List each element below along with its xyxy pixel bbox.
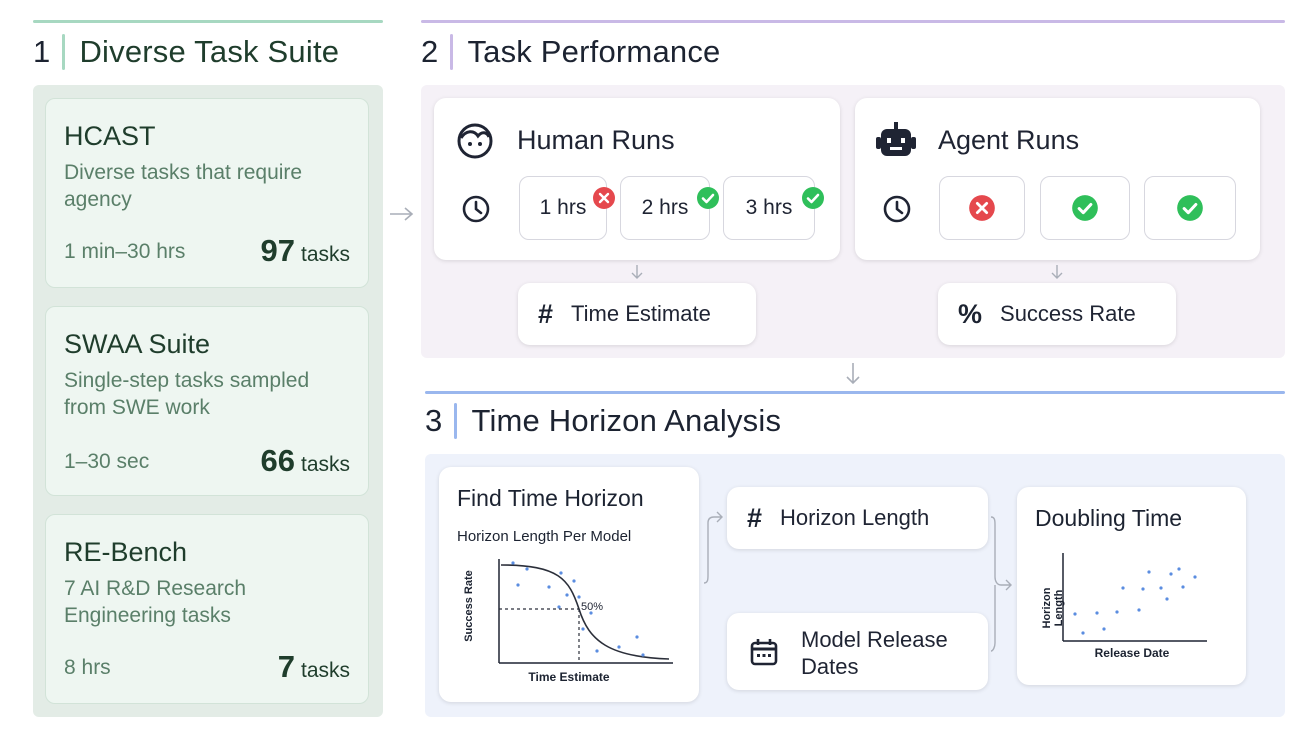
human-face-icon [457,123,493,159]
section1-title: 1 Diverse Task Suite [33,32,339,72]
agent-runs-card: Agent Runs [855,98,1260,260]
agent-run-2 [1040,176,1130,240]
horizon-length-label: Horizon Length [780,505,930,530]
run-duration: 3 hrs [745,196,793,219]
arrow-down-icon [1051,265,1063,279]
section3-number: 3 [425,403,443,438]
task-count-unit: tasks [300,453,350,476]
section2-divider [450,34,454,70]
success-rate-label: Success Rate [1000,301,1136,326]
section3-topline [425,391,1285,394]
agent-run-1 [939,176,1025,240]
doubling-xlabel: Release Date [1094,646,1170,660]
task-name: SWAA Suite [64,329,211,359]
model-release-label: Model Release Dates [801,627,948,679]
find-time-horizon-title: Find Time Horizon [457,485,644,511]
arrow-right-icon [390,207,414,221]
section1-heading: Diverse Task Suite [79,34,340,69]
task-count-number: 97 [260,233,295,268]
merge-connector [990,516,1012,652]
run-duration: 1 hrs [539,196,587,219]
sigmoid-chart: 50% [498,559,673,664]
run-duration: 2 hrs [641,196,689,219]
agent-run-3 [1144,176,1236,240]
sigmoid-ylabel: Success Rate [463,570,475,642]
task-count-number: 66 [260,443,295,478]
doubling-scatter-chart [1062,553,1207,642]
task-description: Diverse tasks that require agency [64,161,303,211]
section2-title: 2 Task Performance [421,32,720,72]
human-runs-card: Human Runs 1 hrs 2 hrs 3 hrs [434,98,840,260]
section3-title: 3 Time Horizon Analysis [425,401,781,441]
section2-topline [421,20,1285,23]
arrow-down-icon [631,265,643,279]
task-description: Single-step tasks sampled from SWE work [64,369,310,419]
section2-number: 2 [421,34,439,69]
find-time-horizon-card: Find Time Horizon Horizon Length Per Mod… [439,467,699,702]
time-estimate-label: Time Estimate [571,301,711,326]
percent-icon: % [958,298,983,329]
task-name: RE-Bench [64,537,188,567]
human-run-2: 2 hrs [620,176,710,240]
time-estimate-box: # Time Estimate [518,283,756,345]
human-runs-title: Human Runs [517,125,675,155]
find-time-horizon-subtitle: Horizon Length Per Model [457,528,632,545]
task-range: 8 hrs [64,656,111,679]
section2-heading: Task Performance [467,34,721,69]
x-circle-icon [593,187,615,209]
horizon-length-box: # Horizon Length [727,487,988,549]
model-release-box: Model Release Dates [727,613,988,690]
section3-heading: Time Horizon Analysis [471,403,782,438]
doubling-ylabel: Horizon Length [1041,587,1065,629]
success-rate-box: % Success Rate [938,283,1176,345]
doubling-time-card: Doubling Time Horizon Length Release Dat… [1017,487,1246,685]
check-circle-icon [1072,195,1098,221]
check-circle-icon [802,187,824,209]
hash-icon: # [747,502,763,533]
task-count-number: 7 [277,649,295,684]
doubling-time-title: Doubling Time [1035,505,1183,531]
calendar-icon [750,639,778,666]
task-card-swaa: SWAA Suite Single-step tasks sampled fro… [45,306,369,496]
section1-divider [62,34,66,70]
task-range: 1–30 sec [64,450,150,473]
x-circle-icon [969,195,995,221]
task-name: HCAST [64,121,156,151]
task-count-unit: tasks [300,243,350,266]
task-card-rebench: RE-Bench 7 AI R&D Research Engineering t… [45,514,369,704]
fifty-percent-label: 50% [581,601,603,613]
task-description: 7 AI R&D Research Engineering tasks [64,577,247,627]
arrow-down-icon [846,363,860,385]
check-circle-icon [1177,195,1203,221]
branch-connector [703,511,723,584]
task-card-hcast: HCAST Diverse tasks that require agency … [45,98,369,288]
section1-number: 1 [33,34,51,69]
section3-divider [454,403,458,439]
clock-icon [883,195,911,223]
task-range: 1 min–30 hrs [64,240,186,263]
agent-runs-title: Agent Runs [938,125,1080,155]
human-run-1: 1 hrs [519,176,607,240]
check-circle-icon [697,187,719,209]
clock-icon [462,195,490,223]
section1-topline [33,20,383,23]
robot-icon [876,122,916,156]
task-count-unit: tasks [300,659,350,682]
sigmoid-xlabel: Time Estimate [528,670,610,684]
hash-icon: # [538,298,554,329]
